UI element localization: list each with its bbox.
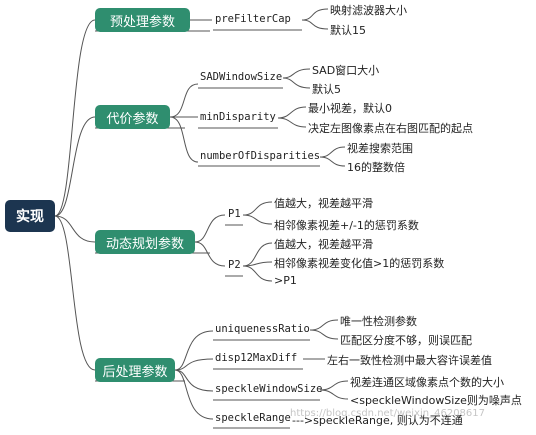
desc-P1-2: 相邻像素视差+/-1的惩罚系数 <box>274 219 419 232</box>
root-node: 实现 <box>5 200 55 232</box>
desc-P2-3: >P1 <box>274 274 297 287</box>
param-disp12MaxDiff: disp12MaxDiff <box>215 352 298 364</box>
connector-root-post <box>54 215 96 371</box>
desc-numberOfDisparities-1: 视差搜索范围 <box>347 142 413 155</box>
desc-speckleWindowSize-1: 视差连通区域像素点个数的大小 <box>350 376 504 389</box>
param-P2: P2 <box>228 259 241 271</box>
category-dynamic-programming: 动态规划参数 <box>95 230 195 254</box>
connector-root-dp <box>54 215 96 243</box>
desc-SADWindowSize-2: 默认5 <box>312 83 341 96</box>
desc-uniquenessRatio-2: 匹配区分度不够，则误匹配 <box>340 334 472 347</box>
desc-minDisparity-1: 最小视差，默认0 <box>308 102 392 115</box>
desc-SADWindowSize-1: SAD窗口大小 <box>312 64 380 77</box>
param-speckleWindowSize: speckleWindowSize <box>215 383 323 395</box>
desc-P2-2: 相邻像素视差变化值>1的惩罚系数 <box>274 257 445 270</box>
param-preFilterCap: preFilterCap <box>215 13 291 25</box>
desc-disp12MaxDiff-1: 左右一致性检测中最大容许误差值 <box>327 354 492 367</box>
param-numberOfDisparities: numberOfDisparities <box>200 150 321 162</box>
param-P1: P1 <box>228 208 241 220</box>
param-minDisparity: minDisparity <box>200 111 276 123</box>
desc-numberOfDisparities-2: 16的整数倍 <box>347 161 405 174</box>
connector-root-cost <box>54 116 96 217</box>
param-SADWindowSize: SADWindowSize <box>200 71 283 83</box>
param-uniquenessRatio: uniquenessRatio <box>215 323 310 335</box>
connector-dp-P2 <box>194 241 226 267</box>
connector-dp-P1 <box>194 214 226 243</box>
category-postprocessing: 后处理参数 <box>95 358 175 382</box>
desc-preFilterCap-1: 映射滤波器大小 <box>330 4 407 17</box>
desc-P1-1: 值越大，视差越平滑 <box>274 197 373 210</box>
desc-minDisparity-2: 决定左图像素点在右图匹配的起点 <box>308 122 473 135</box>
category-preprocessing: 预处理参数 <box>95 8 190 32</box>
connector-root-pre <box>54 19 96 217</box>
connector-post-disp12 <box>174 358 214 371</box>
desc-speckleWindowSize-2: <speckleWindowSize则为噪声点 <box>350 394 522 407</box>
connector-post-uniq <box>174 330 214 371</box>
connector-post-speckleRange <box>174 369 214 420</box>
desc-P2-1: 值越大，视差越平滑 <box>274 238 373 251</box>
watermark-text: https://blog.csdn.net/weixin_46208617 <box>290 408 486 419</box>
desc-uniquenessRatio-1: 唯一性检测参数 <box>340 315 417 328</box>
param-speckleRange: speckleRange <box>215 412 291 424</box>
connector-cost-num <box>169 116 199 163</box>
connector-cost-SAD <box>169 83 199 118</box>
desc-speckleRange-1: --->speckleRange, 则认为不连通 <box>292 414 463 427</box>
desc-preFilterCap-2: 默认15 <box>330 24 366 37</box>
category-cost: 代价参数 <box>95 105 170 129</box>
